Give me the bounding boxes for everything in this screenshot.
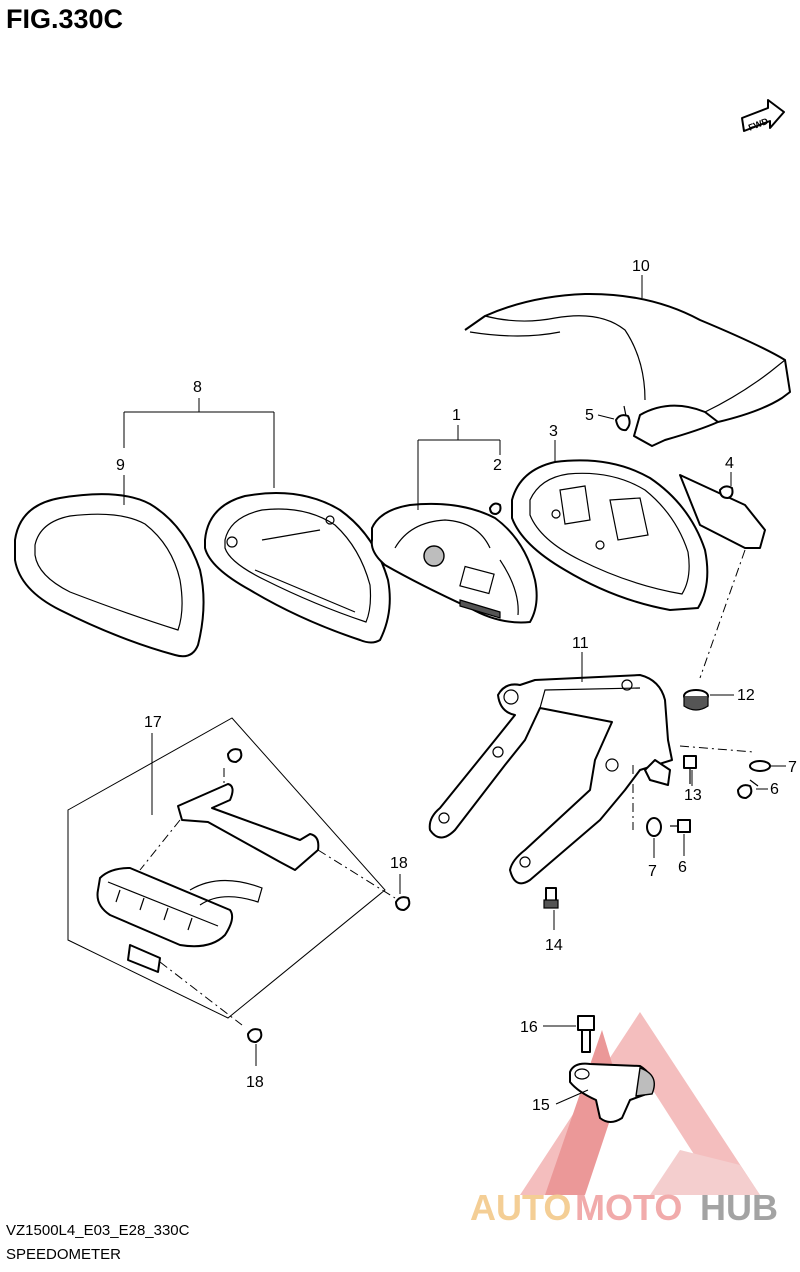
meter-case-rear (511, 459, 766, 611)
callout-14: 14 (545, 937, 563, 954)
watermark-logo: AUTO MOTO HUB (470, 1012, 778, 1228)
callout-8: 8 (193, 379, 202, 396)
washer-7-lower (646, 817, 662, 837)
screw-5 (615, 405, 631, 432)
instrument-panel (370, 502, 538, 624)
callout-10: 10 (632, 258, 650, 275)
watermark-text-auto: AUTO (470, 1187, 571, 1228)
callout-17: 17 (144, 714, 162, 731)
meter-bracket (428, 674, 673, 885)
speed-sensor (569, 1062, 655, 1123)
kit-17-outline (67, 717, 386, 1019)
visor-cover (464, 292, 791, 447)
screw-18-right (395, 896, 411, 911)
callout-7-lower: 7 (648, 863, 657, 880)
callout-4: 4 (725, 455, 734, 472)
callout-6-right: 6 (770, 781, 779, 798)
callout-6-lower: 6 (678, 859, 687, 876)
callout-2: 2 (493, 457, 502, 474)
grommet-12 (683, 689, 709, 711)
callout-16: 16 (520, 1019, 538, 1036)
footer-model-code: VZ1500L4_E03_E28_330C (6, 1222, 190, 1239)
bolt-16 (577, 1015, 595, 1053)
callout-12: 12 (737, 687, 755, 704)
fwd-arrow-icon: FWD (741, 99, 785, 133)
callout-5: 5 (585, 407, 594, 424)
callout-13: 13 (684, 787, 702, 804)
screw-6-lower (670, 819, 691, 833)
bolt-14 (543, 887, 559, 909)
callout-1: 1 (452, 407, 461, 424)
callout-7-right: 7 (788, 759, 797, 776)
lamp-unit (96, 867, 263, 973)
bezel-ring (14, 493, 205, 658)
callout-15: 15 (532, 1097, 550, 1114)
screw-4 (719, 485, 734, 499)
callout-11: 11 (572, 635, 589, 652)
screw-18-bottom (247, 1028, 263, 1043)
watermark-text-moto: MOTO (575, 1187, 682, 1228)
figure-title: FIG.330C (6, 4, 124, 34)
watermark-text-hub: HUB (700, 1187, 778, 1228)
callout-18-bottom: 18 (246, 1074, 264, 1091)
footer-section-name: SPEEDOMETER (6, 1246, 122, 1263)
bolt-13 (683, 755, 697, 784)
lamp-bracket (139, 768, 320, 871)
screw-6-right (737, 779, 759, 799)
screw-18-top (227, 748, 243, 763)
callout-18-right: 18 (390, 855, 408, 872)
washer-7-right (749, 760, 771, 772)
callout-9: 9 (116, 457, 125, 474)
meter-case-front (204, 492, 391, 644)
screw-2 (489, 502, 502, 515)
callout-3: 3 (549, 423, 558, 440)
